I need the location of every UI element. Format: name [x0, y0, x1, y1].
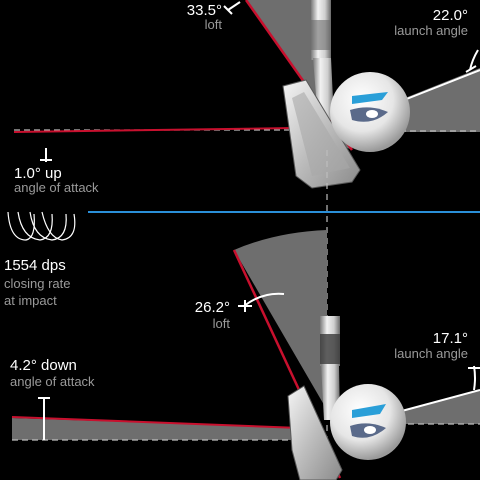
top-launch-angle-value: 22.0°: [432, 7, 468, 24]
bottom-attack-wedge: [12, 418, 300, 440]
top-attack-label: angle of attack: [14, 180, 99, 195]
top-launch-wedge: [400, 68, 480, 132]
bottom-club-head: [287, 385, 343, 480]
closing-rate-value: 1554 dps: [4, 257, 66, 274]
bottom-launch-angle-label: launch angle: [394, 346, 468, 361]
top-launch-angle-label: launch angle: [394, 23, 468, 38]
bottom-attack-label: angle of attack: [10, 374, 95, 389]
bottom-panel: [11, 230, 480, 480]
bottom-ball-logo: [350, 404, 386, 438]
bottom-loft-value: 26.2°: [194, 299, 230, 316]
top-panel: [13, 0, 480, 480]
top-callouts: [40, 1, 479, 162]
bottom-launch-wedge: [398, 390, 480, 424]
top-ball-logo: [350, 92, 388, 122]
bottom-attack-value: 4.2° down: [10, 357, 77, 374]
bottom-loft-wedge: [234, 230, 327, 410]
top-attack-value: 1.0° up: [14, 165, 62, 182]
bottom-launch-line: [397, 389, 480, 413]
bottom-attack-line: [11, 416, 301, 429]
top-attack-line: [13, 127, 297, 133]
top-loft-value: 33.5°: [186, 2, 222, 19]
bottom-launch-angle-value: 17.1°: [432, 330, 468, 347]
bottom-golf-ball: [330, 384, 406, 460]
bottom-callouts: [38, 292, 480, 440]
swing-path-icon: [7, 211, 76, 241]
closing-rate-label-2: at impact: [4, 293, 57, 308]
top-loft-label: loft: [204, 17, 222, 32]
top-launch-line: [403, 69, 480, 101]
bottom-loft-label: loft: [212, 316, 230, 331]
closing-rate-label-1: closing rate: [4, 276, 71, 291]
